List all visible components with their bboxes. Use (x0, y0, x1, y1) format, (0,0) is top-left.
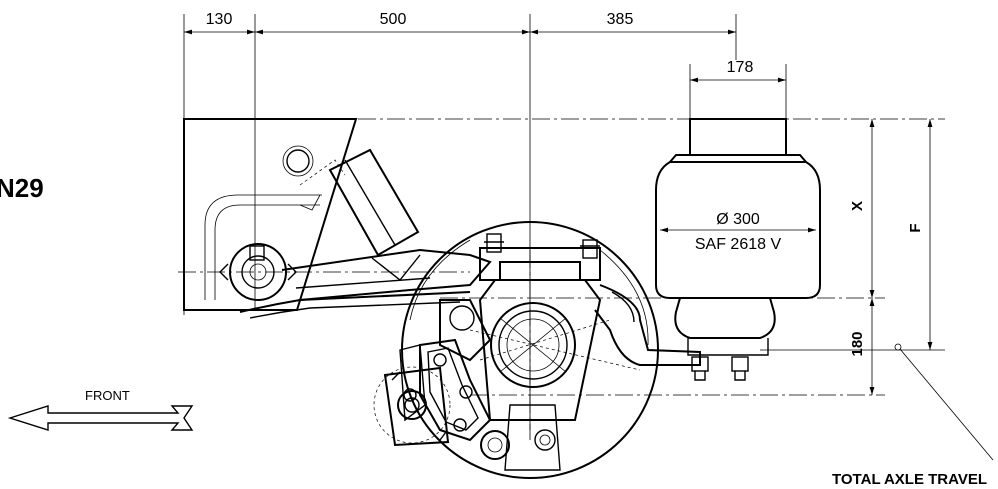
model-title: N29 (0, 173, 44, 203)
dim-500: 500 (380, 11, 407, 28)
dim-180: 180 (849, 331, 866, 356)
pivot-bushing (219, 243, 297, 301)
dim-178: 178 (727, 59, 754, 76)
dim-178-group: 178 (689, 59, 787, 120)
right-dimensions: X F 180 (849, 119, 933, 395)
total-axle-travel-label: TOTAL AXLE TRAVEL (832, 471, 987, 488)
axle-clamp (478, 233, 602, 471)
shock-absorber (299, 148, 421, 281)
axle-tube (490, 302, 576, 388)
dim-f: F (907, 223, 924, 232)
air-spring-top-plate (689, 118, 787, 156)
dim-x: X (849, 201, 866, 211)
dim-130: 130 (206, 11, 233, 28)
air-spring-model: SAF 2618 V (695, 236, 782, 253)
air-spring: Ø 300 SAF 2618 V (655, 118, 821, 356)
brake-cam-assembly (399, 299, 510, 460)
trailing-arm (239, 248, 492, 319)
air-spring-diameter: Ø 300 (716, 211, 760, 228)
front-arrow: FRONT (7, 388, 194, 431)
spring-beam (594, 284, 749, 381)
hanger-hole (286, 149, 310, 173)
hanger-bracket (183, 118, 358, 311)
brake-chamber (373, 366, 451, 447)
top-dimension-chain: 130 500 385 (183, 11, 737, 440)
dim-385: 385 (607, 11, 634, 28)
front-label: FRONT (85, 388, 130, 403)
axle-travel-dotted (469, 319, 641, 371)
travel-leader: TOTAL AXLE TRAVEL (832, 343, 994, 488)
